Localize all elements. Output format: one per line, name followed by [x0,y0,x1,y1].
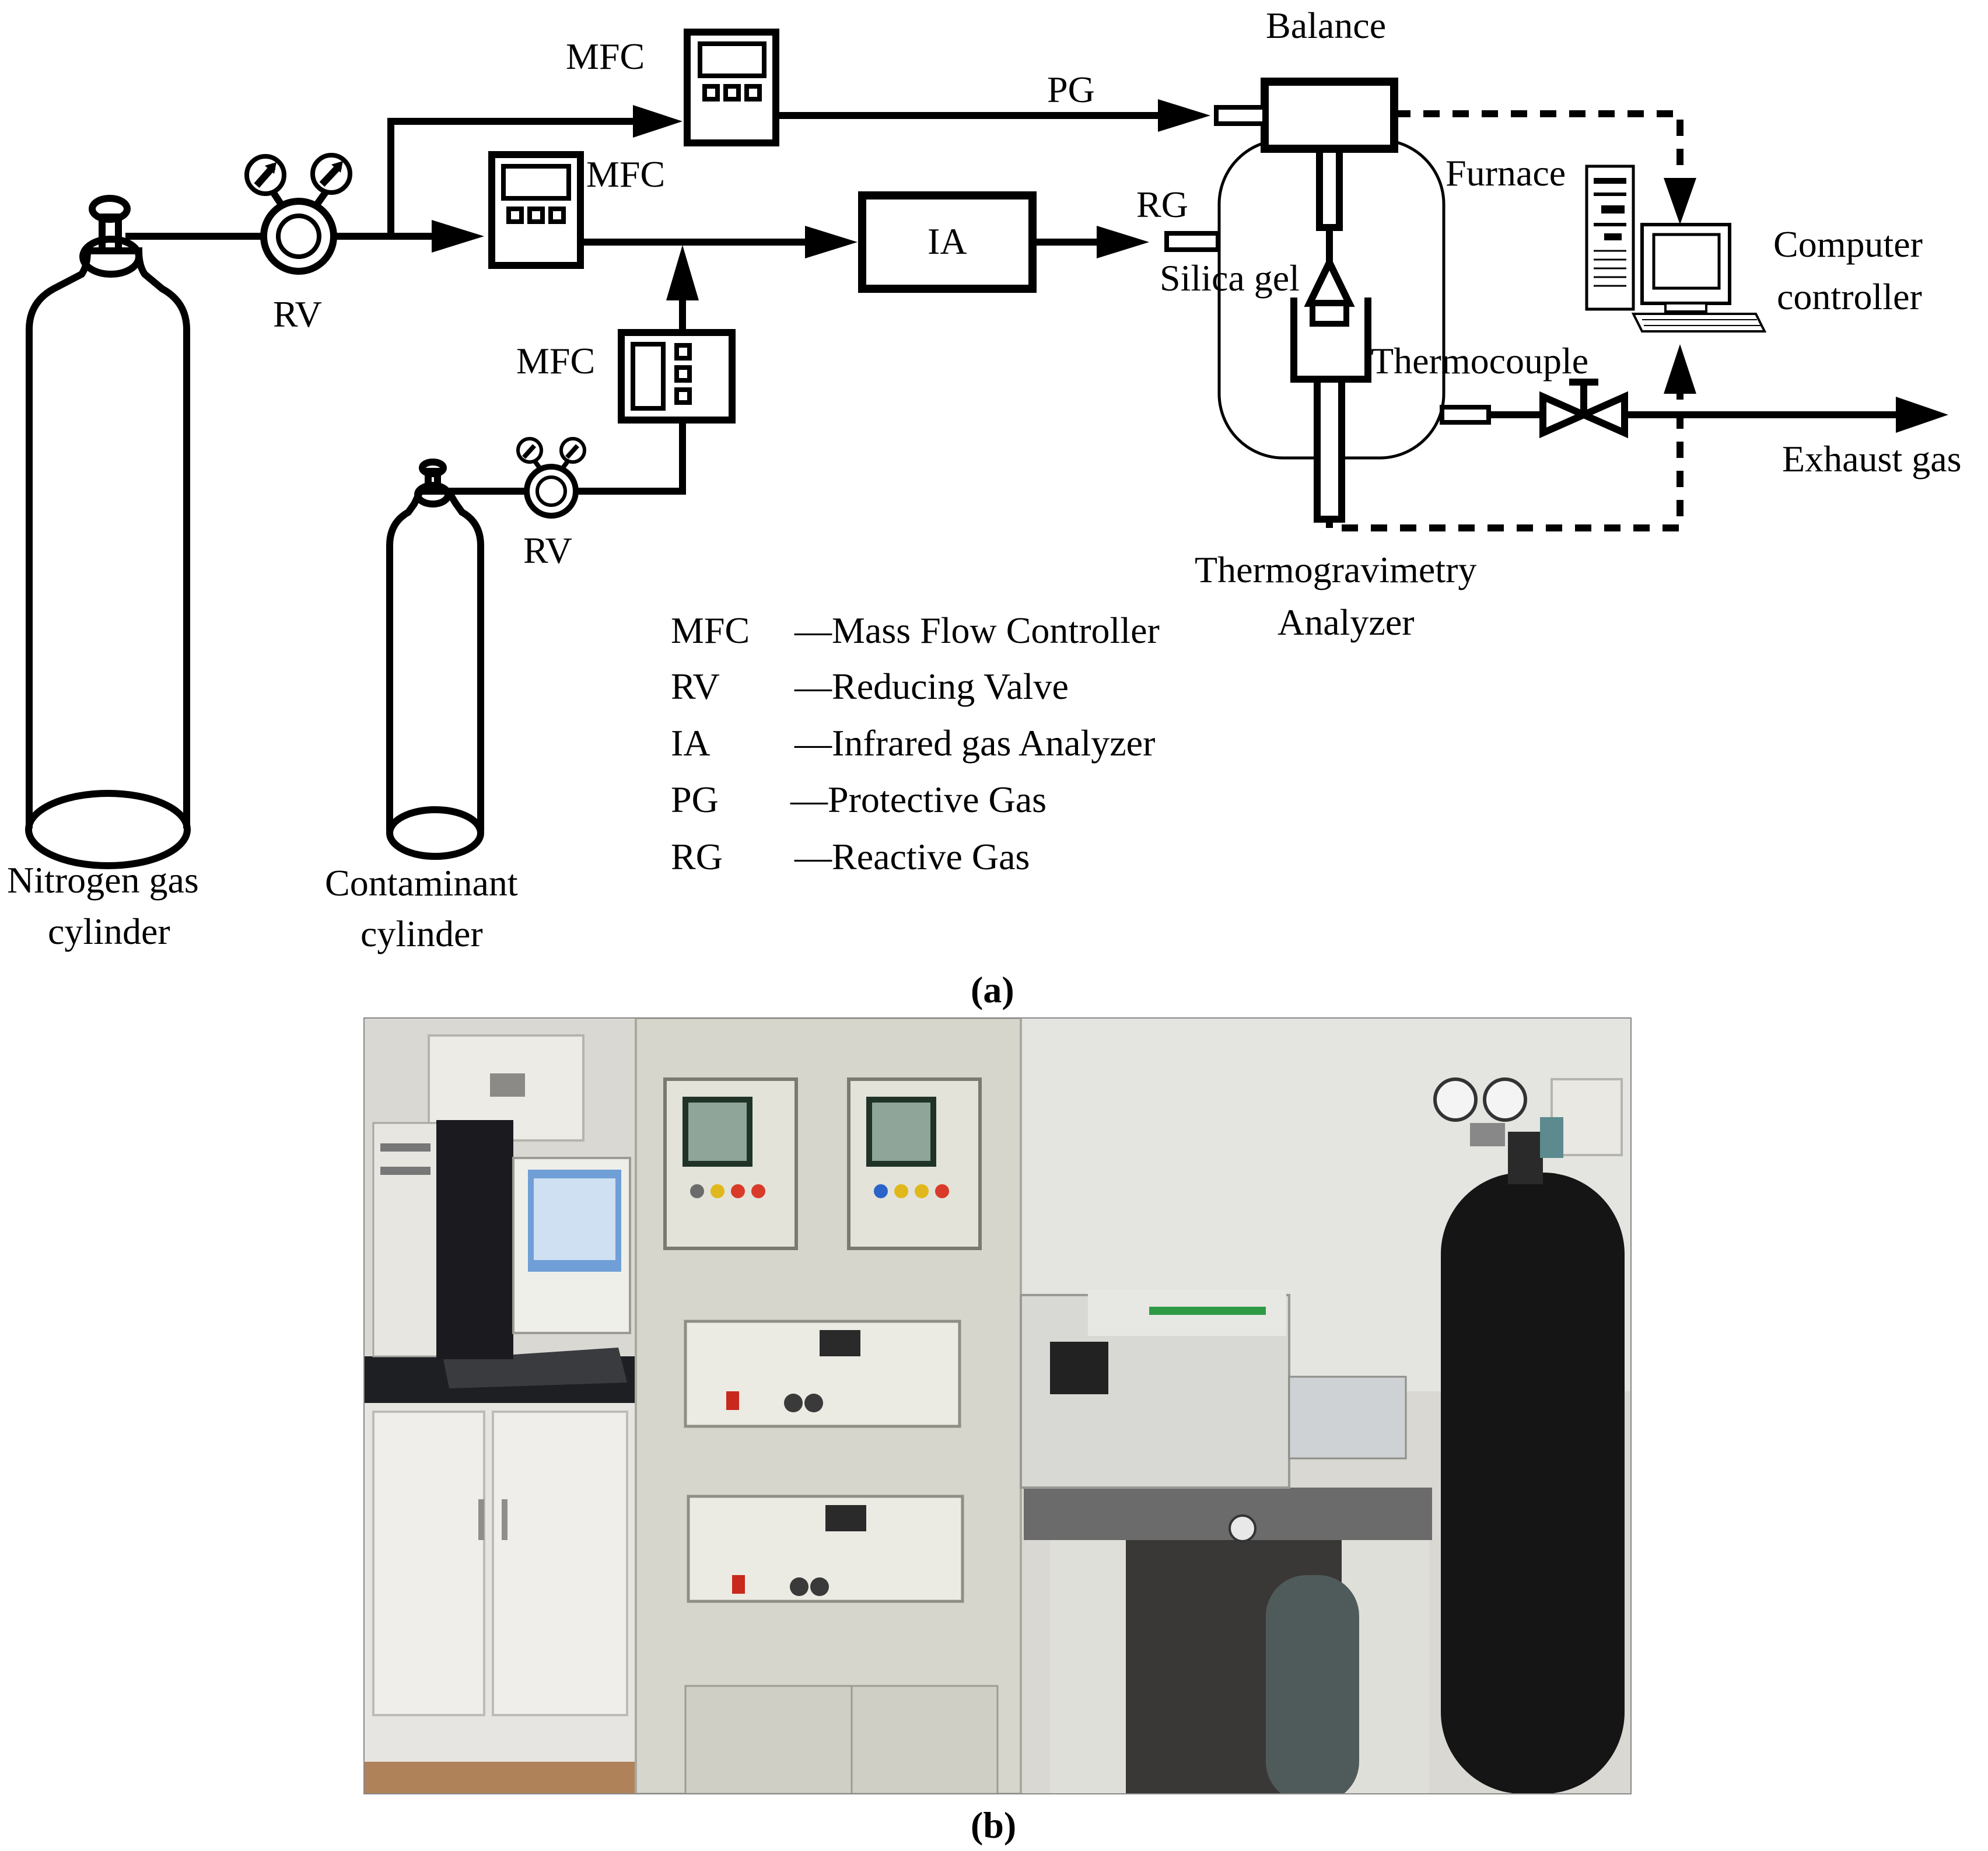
schematic-panel: MFC PG MFC IA RG [7,5,1962,1010]
mfc-mid-label: MFC [586,153,665,195]
nitrogen-label-line2: cylinder [48,911,170,952]
furnace-label: Furnace [1446,152,1566,194]
nitrogen-label-line1: Nitrogen gas [7,859,199,901]
legend-desc: —Infrared gas Analyzer [794,722,1155,764]
computer-label-line1: Computer [1773,223,1923,265]
tga-label-line1: Thermogravimetry [1195,549,1476,590]
mfc-low-label: MFC [516,340,595,382]
legend-desc: —Reactive Gas [794,836,1030,877]
balance [1261,78,1398,153]
arrow-contaminant-up [666,245,699,300]
computer-label-line2: controller [1777,276,1922,317]
legend-abbr: RV [671,666,720,707]
arrow-pg [1158,99,1210,132]
exhaust-gas-label: Exhaust gas [1782,438,1962,480]
reducing-valve-contaminant [516,437,586,519]
thermocouple-label: Thermocouple [1371,340,1588,382]
arrow-exhaust [1896,397,1948,433]
caption-b: (b) [971,1804,1016,1846]
arrow-rg [1097,226,1149,258]
balance-label: Balance [1266,5,1386,46]
contaminant-cylinder [386,459,484,860]
legend: MFC —Mass Flow Controller RV —Reducing V… [671,610,1160,877]
mfc-top [684,29,779,146]
mfc-top-label: MFC [566,36,645,77]
arrow-to-ia [805,226,858,258]
rg-label: RG [1136,184,1188,225]
rv-low-label: RV [523,530,572,571]
balance-inlet [1214,105,1267,126]
rg-inlet [1164,231,1220,252]
contaminant-label-line1: Contaminant [325,862,518,904]
photo-panel: (b) [363,1017,1632,1846]
legend-desc: —Protective Gas [790,779,1046,820]
arrow-balance-to-computer [1664,178,1696,225]
legend-abbr: IA [671,722,710,764]
nitrogen-cylinder [25,195,191,869]
furnace-outlet [1440,405,1491,425]
mfc-low [618,329,736,424]
mfc-mid [488,151,584,269]
ia-label: IA [928,221,967,262]
silica-gel-label: Silica gel [1160,257,1300,299]
legend-abbr: RG [671,836,723,877]
legend-abbr: MFC [671,610,750,651]
computer-icon [1585,165,1767,333]
arrow-thermocouple-to-computer [1664,344,1696,394]
legend-desc: —Reducing Valve [794,666,1069,707]
tga-label-line2: Analyzer [1278,601,1415,643]
caption-a: (a) [971,969,1014,1010]
contaminant-label-line2: cylinder [360,913,483,954]
reducing-valve-nitrogen [244,153,352,275]
arrow-to-mfc-top [633,105,682,138]
rv-left-label: RV [273,293,322,335]
arrow-to-mfc-mid [432,220,484,253]
legend-desc: —Mass Flow Controller [794,610,1160,651]
infrared-gas-analyzer [858,191,1037,293]
legend-abbr: PG [671,779,719,820]
pg-label: PG [1047,69,1095,110]
exhaust-valve [1539,379,1628,439]
